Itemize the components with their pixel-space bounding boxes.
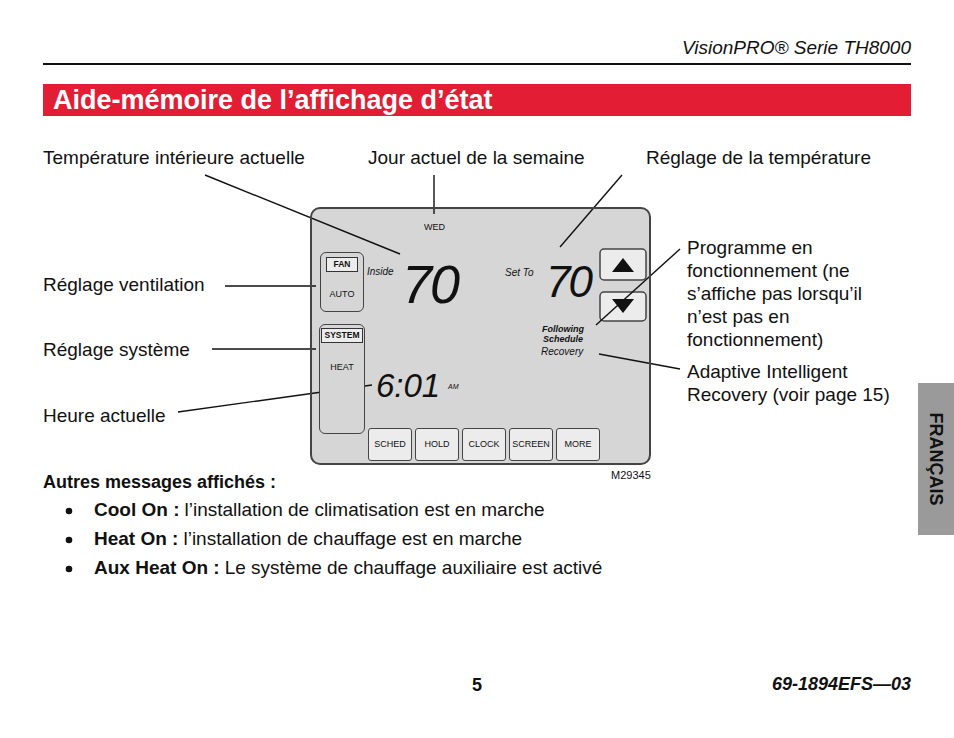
callout-label: Réglage ventilation xyxy=(43,274,205,297)
callout-label: Température intérieure actuelle xyxy=(43,147,305,170)
leader-line xyxy=(599,354,680,369)
clock-button: CLOCK xyxy=(462,428,506,461)
system-panel: SYSTEM HEAT xyxy=(319,324,365,434)
bullets xyxy=(66,508,73,573)
indoor-temperature: 70 xyxy=(402,257,458,311)
message-name: Aux Heat On : xyxy=(94,557,220,580)
inside-label: Inside xyxy=(367,266,394,278)
document-number: 69-1894EFS—03 xyxy=(772,674,911,696)
message-text: l’installation de chauffage est en march… xyxy=(183,528,522,551)
fan-mode: AUTO xyxy=(321,289,363,299)
bullet xyxy=(66,537,73,544)
message-text: Le système de chauffage auxiliaire est a… xyxy=(225,557,603,580)
bullet xyxy=(66,566,73,573)
language-tab: FRANÇAIS xyxy=(918,383,954,535)
button-label: SCREEN xyxy=(510,429,552,459)
recovery-status: Recovery xyxy=(541,346,583,358)
callout-label: Heure actuelle xyxy=(43,405,166,428)
system-heading: SYSTEM xyxy=(321,328,363,343)
fan-panel: FAN AUTO xyxy=(320,252,364,312)
more-button: MORE xyxy=(556,428,600,461)
leader-line xyxy=(596,249,680,325)
header-rule xyxy=(43,63,911,65)
button-label: CLOCK xyxy=(463,429,505,459)
callout-label: Adaptive Intelligent Recovery (voir page… xyxy=(687,360,905,406)
model-header: VisionPRO® Serie TH8000 xyxy=(682,37,911,60)
sched-button: SCHED xyxy=(368,428,412,461)
button-label: MORE xyxy=(557,429,599,459)
message-text: l’installation de climatisation est en m… xyxy=(184,499,544,522)
set-temperature: 70 xyxy=(546,260,591,304)
leader-line xyxy=(225,285,316,286)
figure-number: M29345 xyxy=(611,469,651,482)
callout-label: Réglage système xyxy=(43,339,190,362)
fan-heading: FAN xyxy=(326,257,358,272)
thermostat-screen: WED Inside 70 Set To 70Following ScheduleRec… xyxy=(310,207,651,465)
up-button xyxy=(600,249,646,280)
hold-button: HOLD xyxy=(415,428,459,461)
message-name: Cool On : xyxy=(94,499,179,522)
screen-fill xyxy=(311,208,650,464)
set-to-label: Set To xyxy=(505,267,534,279)
callout-label: Jour actuel de la semaine xyxy=(368,147,585,170)
button-label: HOLD xyxy=(416,429,458,459)
clock-readout: 6:01 xyxy=(376,369,440,402)
list-heading: Autres messages affichés : xyxy=(43,472,276,494)
leader-lines xyxy=(178,175,680,412)
message-name: Heat On : xyxy=(94,528,178,551)
day-readout: WED xyxy=(424,222,445,232)
page-title: Aide-mémoire de l’affichage d’état xyxy=(53,85,493,115)
am-indicator: AM xyxy=(448,383,459,391)
up-arrow xyxy=(612,258,634,272)
screen-button: SCREEN xyxy=(509,428,553,461)
schedule-status: Following Schedule xyxy=(528,324,598,345)
leader-line xyxy=(205,175,400,254)
title-band: Aide-mémoire de l’affichage d’état xyxy=(43,84,911,116)
leader-line xyxy=(212,348,316,349)
page-number: 5 xyxy=(472,675,482,697)
callout-label: Réglage de la température xyxy=(646,147,871,170)
system-mode: HEAT xyxy=(320,362,364,372)
down-button xyxy=(600,292,646,321)
language-label: FRANÇAIS xyxy=(926,413,947,506)
leader-line xyxy=(560,175,622,247)
bullet xyxy=(66,508,73,515)
callout-label: Programme en fonctionnement (ne s’affich… xyxy=(687,236,892,351)
button-label: SCHED xyxy=(369,429,411,459)
